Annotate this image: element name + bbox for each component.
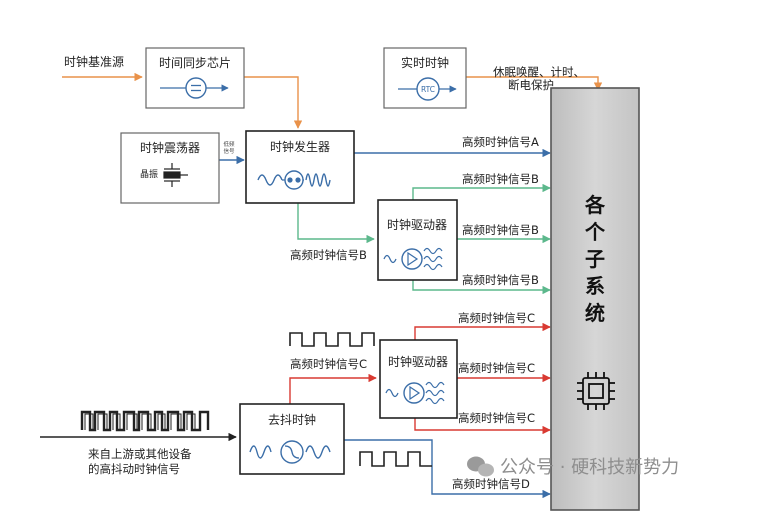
oscillator-node: 时钟震荡器 晶振 (120, 132, 220, 204)
edge-signal-d (344, 439, 551, 499)
debounce-node: 去抖时钟 (239, 403, 345, 475)
edge-signal-b3 (412, 280, 551, 295)
oscillator-label: 时钟震荡器 (140, 140, 200, 155)
square-wave-clean-1 (289, 332, 375, 347)
signal-d-label: 高频时钟信号D (452, 477, 530, 491)
edge-debounce-to-driver2 (289, 373, 377, 404)
subsystems-label: 各个子系统 (584, 193, 606, 325)
crystal-label: 晶振 (140, 168, 158, 180)
subsystems-label-char: 系 (585, 274, 605, 298)
crystal-icon (163, 163, 188, 187)
driver-2-label: 时钟驱动器 (388, 354, 448, 369)
equals-icon (185, 77, 207, 99)
driver-1-amplifier-icon (401, 248, 423, 270)
rtc-clock-icon (416, 77, 440, 101)
signal-b-label-1: 高频时钟信号B (462, 172, 539, 186)
edge-signal-c1 (414, 322, 551, 340)
rtc-output-label-line1: 休眠唤醒、计时、 (493, 65, 585, 79)
subsystems-label-char: 各 (584, 193, 606, 217)
square-wave-jitter-echo (84, 413, 196, 430)
sync-chip-node: 时间同步芯片 (145, 47, 245, 109)
driver-2-node: 时钟驱动器 (379, 339, 458, 419)
rtc-badge: RTC (421, 85, 435, 94)
low-freq-label-line2: 信号 (223, 147, 235, 155)
signal-c-label-2: 高频时钟信号C (458, 361, 535, 375)
wechat-icon (467, 456, 494, 477)
driver-1-input-wave (383, 254, 397, 264)
input-label-line2: 的高抖动时钟信号 (88, 462, 180, 476)
debounce-label: 去抖时钟 (268, 412, 316, 427)
subsystems-panel: 各个子系统 (550, 87, 640, 511)
input-label-line1: 来自上游或其他设备 (88, 447, 192, 461)
watermark: 公众号 · 硬科技新势力 (467, 456, 679, 478)
square-wave-jitter (80, 410, 210, 432)
signal-b-label-2: 高频时钟信号B (462, 223, 539, 237)
subsystems-label-char: 个 (584, 220, 606, 244)
edge-generator-to-driver1 (297, 203, 375, 244)
square-wave-clean-2 (359, 451, 432, 467)
driver-1-label: 时钟驱动器 (387, 217, 447, 232)
edge-signal-c3 (414, 418, 551, 435)
signal-a-label: 高频时钟信号A (462, 135, 539, 149)
rtc-node: 实时时钟 RTC (383, 47, 467, 109)
generator-label: 时钟发生器 (270, 139, 330, 154)
rtc-output-label-line2: 断电保护 (508, 78, 554, 92)
signal-b-label-input: 高频时钟信号B (290, 248, 367, 262)
subsystems-label-char: 子 (585, 247, 605, 271)
generator-node: 时钟发生器 (245, 130, 355, 204)
driver-2-output-waves (425, 381, 445, 405)
driver-2-input-wave (385, 388, 399, 398)
driver-2-amplifier-icon (403, 382, 425, 404)
signal-c-label-1: 高频时钟信号C (458, 311, 535, 325)
subsystems-label-char: 统 (585, 301, 605, 325)
connectors (40, 72, 603, 499)
debounce-input-wave (249, 445, 272, 459)
edge-rtc-to-subsystems (466, 76, 603, 91)
driver-1-output-waves (423, 247, 443, 271)
driver-1-node: 时钟驱动器 (377, 199, 458, 281)
watermark-text: 公众号 · 硬科技新势力 (500, 457, 679, 478)
rtc-label: 实时时钟 (401, 55, 449, 70)
sync-chip-label: 时间同步芯片 (159, 56, 231, 70)
debounce-output-wave (305, 445, 331, 459)
square-waves (80, 332, 432, 467)
low-freq-label-line1: 低频 (223, 140, 235, 148)
generator-wave-icon (257, 173, 331, 187)
edge-signal-b1 (412, 183, 551, 200)
generator-core-icon (284, 170, 304, 190)
chip-icon (577, 372, 615, 410)
signal-c-label-input: 高频时钟信号C (290, 357, 367, 371)
edge-sync-to-generator (244, 76, 303, 129)
signal-b-label-3: 高频时钟信号B (462, 273, 539, 287)
ref-source-label: 时钟基准源 (64, 54, 124, 69)
signal-c-label-3: 高频时钟信号C (458, 411, 535, 425)
